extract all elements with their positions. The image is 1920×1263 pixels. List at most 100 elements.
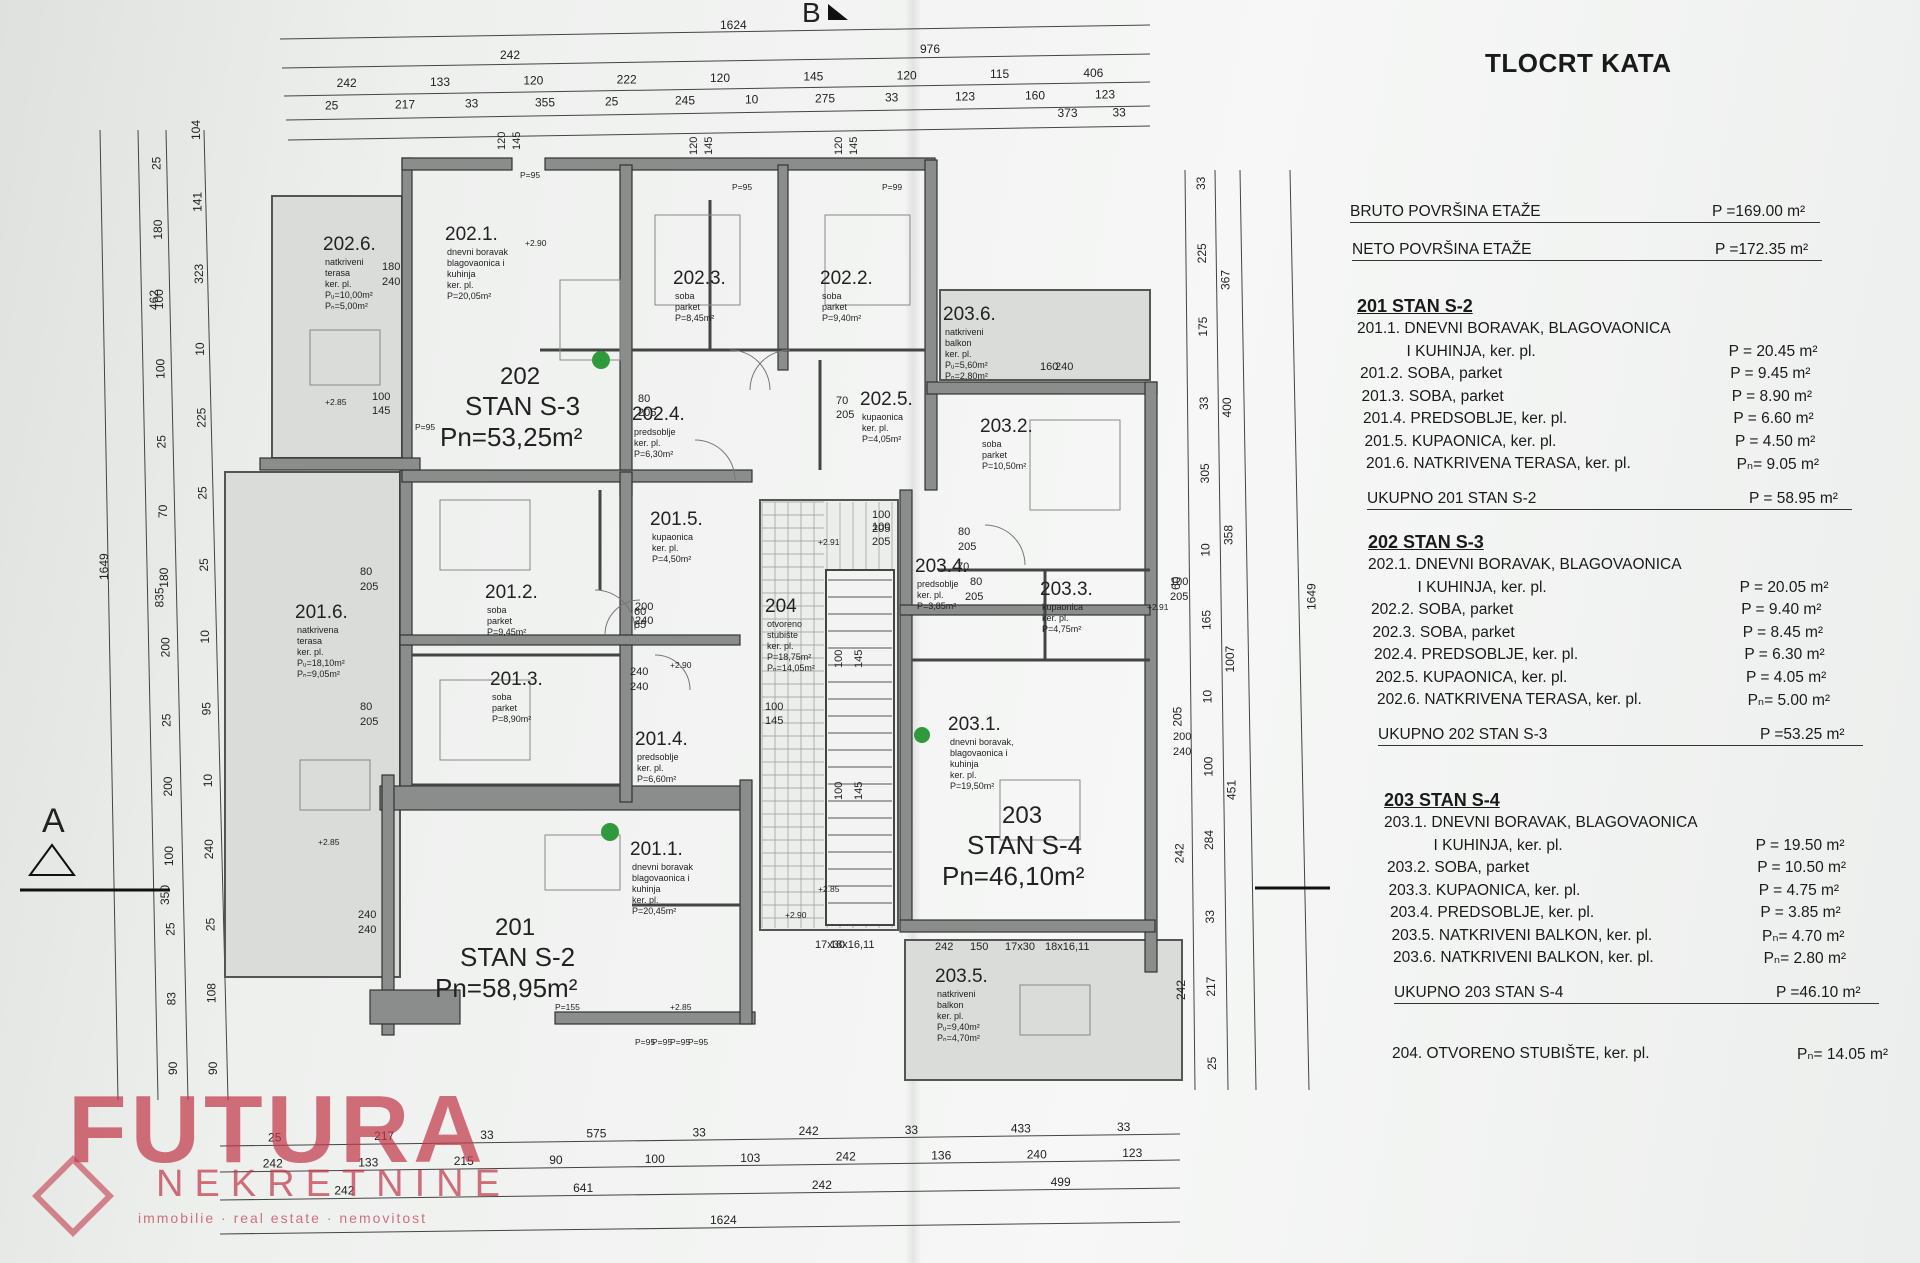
room-detail: terasa <box>297 636 322 646</box>
dim-right: 217 <box>1204 976 1218 996</box>
room-id: 201.5. <box>650 509 703 530</box>
futura-logo: FUTURA NEKRETNINE immobilie · real estat… <box>31 1075 558 1238</box>
dim-bottom: 136 <box>931 1148 951 1162</box>
dim-bottom: 217 <box>374 1129 394 1143</box>
room-detail: ker. pl. <box>652 543 679 553</box>
room-detail: P=4,75m² <box>1042 624 1081 634</box>
room-detail: dnevni boravak, <box>950 737 1014 747</box>
door-mark: 80 <box>958 526 970 538</box>
room-detail: soba <box>675 291 695 301</box>
room-detail: ker. pl. <box>297 647 324 657</box>
dim-left: 90 <box>206 1061 220 1075</box>
stairs-row-label: 204. OTVORENO STUBIŠTE, ker. pl. <box>1392 1045 1650 1062</box>
unit-number: 202 <box>500 363 540 390</box>
door-mark: 242 <box>935 941 953 953</box>
unit-number: 201 <box>495 914 535 941</box>
dim-top: 33 <box>885 91 899 105</box>
room-detail: predsoblje <box>637 752 679 762</box>
dim-bottom: 499 <box>1051 1175 1071 1189</box>
room-detail: P=8,90m² <box>492 714 531 724</box>
dim-top: 115 <box>990 67 1009 81</box>
apartment-2-row-6-value: Pₙ= 2.80 m² <box>1763 950 1847 967</box>
apartment-1-row-4-label: 202.4. PREDSOBLJE, ker. pl. <box>1374 646 1579 663</box>
apartment-2-row-0-label: 203.1. DNEVNI BORAVAK, BLAGOVAONICA <box>1384 814 1698 831</box>
apartment-2-row-3-value: P = 4.75 m² <box>1758 881 1840 899</box>
door-mark: 205 <box>360 716 378 728</box>
dim-top: 976 <box>920 42 940 56</box>
door-mark: 120 <box>496 132 508 150</box>
dim-right: 451 <box>1225 780 1239 800</box>
room-id: 202.6. <box>323 234 376 255</box>
door-mark: 205 <box>872 523 890 535</box>
dim-left: 25 <box>150 156 164 170</box>
room-detail: ker. pl. <box>634 438 661 448</box>
dim-bottom: 90 <box>549 1153 563 1167</box>
apartment-2-row-3-label: 203.3. KUPAONICA, ker. pl. <box>1388 881 1581 899</box>
dim-left: 95 <box>200 702 214 716</box>
terrace-202-6 <box>271 195 403 459</box>
dim-left: 323 <box>192 263 206 283</box>
dim-left: 25 <box>155 435 169 449</box>
dim-left: 90 <box>166 1061 180 1075</box>
dim-top: 120 <box>710 71 730 85</box>
door-mark: 120 <box>833 137 845 155</box>
dim-left: 25 <box>160 713 174 727</box>
room-detail: natkriveni <box>325 257 364 267</box>
door-mark: 17x30 <box>815 939 845 951</box>
dim-top: 25 <box>325 98 339 112</box>
room-detail: ker. pl. <box>447 280 474 290</box>
dim-right: 1007 <box>1223 645 1237 672</box>
door-mark: 240 <box>358 924 376 936</box>
room-detail: dnevni boravak <box>632 862 694 872</box>
apartment-0-row-0-label: 201.1. DNEVNI BORAVAK, BLAGOVAONICA <box>1357 320 1671 337</box>
door-mark: 145 <box>511 132 523 150</box>
room-id: 202.1. <box>445 224 498 245</box>
dim-left: 10 <box>193 342 207 356</box>
section-marker-top: B <box>802 0 848 28</box>
door-mark: P=95 <box>415 422 435 432</box>
door-mark: 145 <box>372 405 390 417</box>
door-mark: 80 <box>638 393 650 405</box>
room-detail: ker. pl. <box>632 895 659 905</box>
door-mark: 60 <box>634 606 646 618</box>
sheet-title: TLOCRT KATA <box>1485 48 1672 78</box>
room-detail: P=20,45m² <box>632 906 676 916</box>
room-detail: ker. pl. <box>637 763 664 773</box>
apartment-1-row-3-label: 202.3. SOBA, parket <box>1372 623 1515 641</box>
apartment-0-row-1-value: P = 20.45 m² <box>1728 342 1818 360</box>
apartment-0-row-5-label: 201.5. KUPAONICA, ker. pl. <box>1364 432 1557 450</box>
dim-top: 406 <box>1083 66 1103 80</box>
dim-right: 400 <box>1220 397 1234 417</box>
balcony-203-5 <box>904 939 1183 1081</box>
room-id: 203.1. <box>948 714 1001 735</box>
door-mark: 205 <box>872 536 890 548</box>
room-detail: P=4,05m² <box>862 434 901 444</box>
dim-bottom: 641 <box>573 1181 593 1195</box>
dim-left: 180 <box>157 567 171 587</box>
door-mark: 205 <box>958 541 976 553</box>
door-mark: 180 <box>382 261 400 273</box>
dim-bottom: 133 <box>358 1155 378 1169</box>
room-detail: P=4,50m² <box>652 554 691 564</box>
section-label-left: A <box>42 802 65 840</box>
dim-left: 1649 <box>97 553 111 580</box>
door-mark: 100 <box>872 521 890 533</box>
apartment-0-row-4-value: P = 6.60 m² <box>1733 410 1814 427</box>
room-detail: Pₙ=2,80m² <box>945 371 988 381</box>
door-mark: 200 <box>1173 731 1191 743</box>
dim-left: 200 <box>161 776 175 796</box>
unit-name: STAN S-4 <box>967 830 1082 860</box>
door-mark: 205 <box>836 409 854 421</box>
logo-subtitle: NEKRETNINE <box>156 1163 511 1205</box>
door-mark: 240 <box>635 615 653 627</box>
room-id: 203.3. <box>1040 579 1093 600</box>
dim-left: 240 <box>202 839 216 859</box>
room-detail: P=9,40m² <box>822 313 861 323</box>
room-detail: ker. pl. <box>767 641 794 651</box>
dim-left: 200 <box>158 637 172 657</box>
door-mark: P=95 <box>520 170 540 180</box>
section-marker-right: A <box>1255 886 1330 890</box>
neto-row-label: NETO POVRŠINA ETAŽE <box>1352 241 1532 258</box>
